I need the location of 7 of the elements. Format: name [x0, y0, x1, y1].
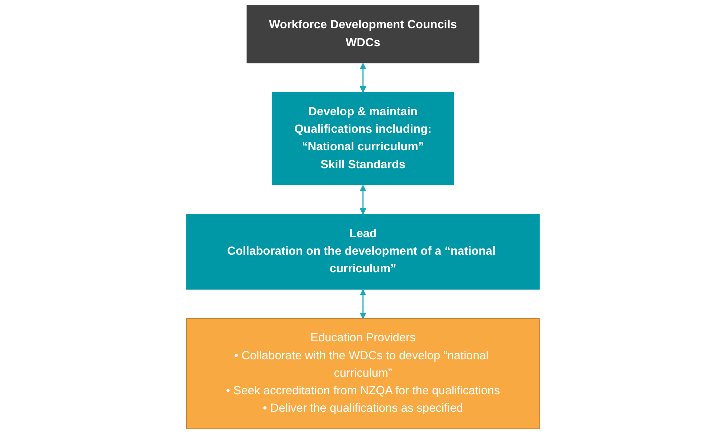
node-box: Workforce Development Councils WDCs — [246, 6, 480, 64]
arrow — [360, 290, 366, 320]
node-box: Develop & maintain Qualifications including: “National curriculum” Skill Standards — [272, 92, 454, 186]
node-box: Education Providers • Collaborate with the WDCs to develop “national curriculum” • Seek accreditation from NZQA for the qualifications • Deliver the qualifications as specified — [186, 318, 540, 430]
arrow — [360, 63, 366, 93]
arrow — [360, 185, 366, 215]
node-box: Lead Collaboration on the development of a “national curriculum” — [186, 214, 540, 290]
